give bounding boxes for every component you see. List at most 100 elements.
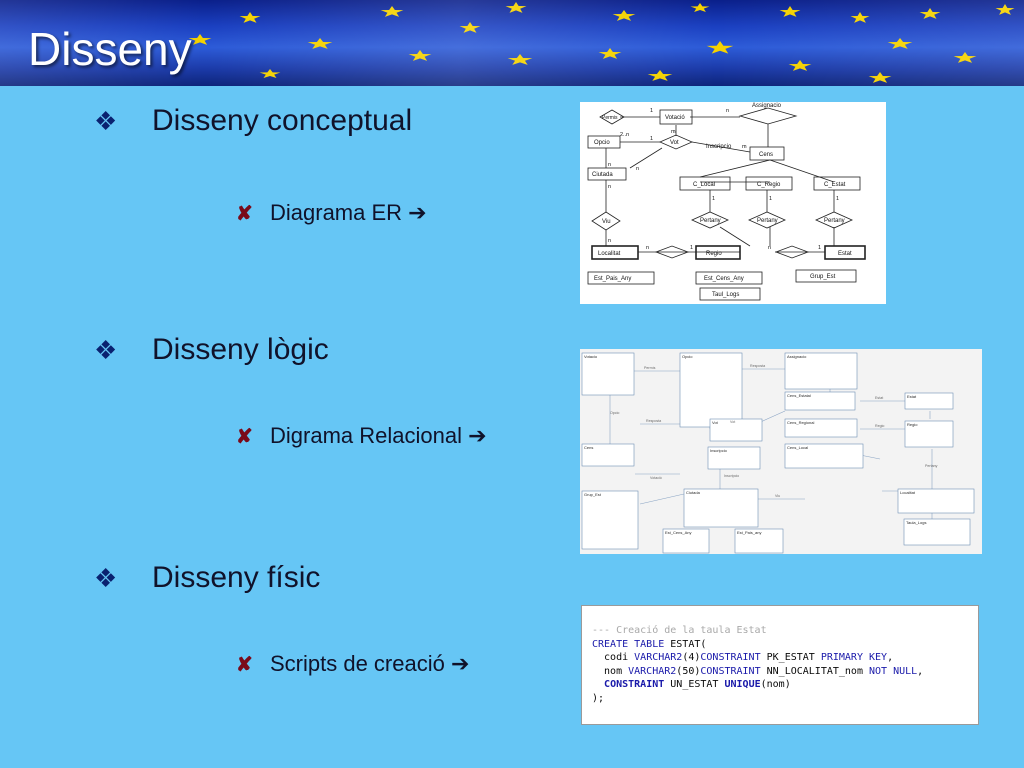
er-entity-label: Ciutada bbox=[592, 172, 613, 178]
sql-code: --- Creació de la taula Estat CREATE TAB… bbox=[582, 606, 978, 706]
svg-text:Permis: Permis bbox=[602, 115, 618, 121]
er-entity bbox=[659, 109, 693, 125]
sql-text: codi bbox=[592, 652, 635, 664]
sql-keyword: CREATE TABLE bbox=[592, 638, 665, 650]
er-entity bbox=[679, 176, 731, 191]
rel-link-label: Resposta bbox=[646, 419, 661, 423]
er-cardinality: 1 bbox=[650, 136, 653, 142]
sql-keyword: CONSTRAINT bbox=[700, 652, 761, 664]
er-relation-label: Vot bbox=[670, 140, 679, 146]
sql-comment: --- Creació de la taula Estat bbox=[592, 625, 767, 636]
rel-link-label: Permís bbox=[644, 366, 656, 370]
er-cardinality: n bbox=[608, 184, 611, 190]
er-cardinality: 1 bbox=[818, 245, 821, 251]
sql-keyword: CONSTRAINT bbox=[700, 665, 761, 677]
er-entity bbox=[795, 269, 857, 283]
section-heading: Disseny físic bbox=[152, 561, 321, 594]
er-cardinality: m bbox=[742, 144, 747, 150]
er-entity-label: Regio bbox=[706, 251, 722, 257]
er-relation bbox=[591, 211, 621, 231]
rel-link-label: Vot bbox=[730, 420, 735, 424]
er-entity bbox=[587, 135, 621, 149]
er-entity bbox=[587, 271, 655, 285]
er-cardinality: n bbox=[646, 245, 649, 251]
slide-title: Disseny bbox=[28, 23, 192, 75]
er-entity-label: Est_Pais_Any bbox=[594, 276, 631, 282]
er-relation bbox=[774, 245, 810, 259]
er-entity bbox=[813, 176, 861, 191]
sub-item-label: Digrama Relacional bbox=[270, 423, 462, 448]
er-diagram-image: Permis Votació Assignacio Opcio Vot Insc… bbox=[580, 102, 886, 304]
sql-text: ESTAT( bbox=[664, 638, 707, 650]
sub-item-label: Scripts de creació bbox=[270, 651, 445, 676]
er-relation-label: Pertany bbox=[700, 218, 721, 224]
sql-text bbox=[592, 679, 604, 690]
rel-table-label: Cens_Local bbox=[787, 445, 808, 450]
rel-link-label: Pertany bbox=[925, 464, 938, 468]
section-logic: ❖ Disseny lògic bbox=[94, 333, 329, 367]
arrow-right-icon: ➔ bbox=[402, 200, 427, 225]
rel-table-label: Est_Pais_any bbox=[737, 530, 761, 535]
sql-keyword: UNIQUE bbox=[724, 679, 761, 691]
sql-text: (nom) bbox=[760, 679, 791, 691]
er-entity-label: Cens bbox=[759, 152, 773, 158]
rel-table-label: Localitat bbox=[900, 490, 916, 495]
x-mark-icon: ✘ bbox=[236, 653, 253, 676]
x-mark-icon: ✘ bbox=[236, 425, 253, 448]
er-relation bbox=[691, 211, 729, 229]
er-entity-label: Est_Cens_Any bbox=[704, 276, 744, 282]
er-cardinality: 1 bbox=[836, 196, 839, 202]
er-entity bbox=[699, 287, 761, 301]
rel-table-label: Cens bbox=[584, 445, 593, 450]
four-diamond-icon: ❖ bbox=[94, 562, 118, 593]
er-entity bbox=[745, 176, 793, 191]
er-entity bbox=[695, 271, 763, 285]
er-entity bbox=[591, 245, 639, 260]
er-relation-label: Inscripcio bbox=[706, 144, 732, 150]
rel-link-label: Opcio bbox=[610, 411, 619, 415]
er-entity-label: Opcio bbox=[594, 140, 610, 146]
er-entity bbox=[587, 167, 627, 181]
rel-table-label: Cens_Regional bbox=[787, 420, 814, 425]
er-entity: Permis bbox=[599, 109, 625, 125]
er-cardinality: 1 bbox=[769, 196, 772, 202]
rel-table-label: Assignacio bbox=[787, 354, 807, 359]
er-cardinality: n bbox=[768, 245, 771, 251]
er-cardinality: m bbox=[671, 129, 676, 135]
rel-table-label: Vot bbox=[712, 420, 719, 425]
sql-keyword: CONSTRAINT bbox=[604, 679, 665, 691]
er-entity-label: C_Estat bbox=[824, 182, 846, 188]
er-cardinality: n bbox=[726, 108, 729, 114]
rel-table-label: Cens_Estatal bbox=[787, 393, 811, 398]
rel-table-label: Inscripcio bbox=[710, 448, 728, 453]
er-cardinality: n bbox=[636, 166, 639, 172]
er-relation bbox=[659, 134, 693, 150]
er-entity-label: C_Local bbox=[693, 182, 715, 188]
rel-link-label: Inscripcio bbox=[724, 474, 739, 478]
sql-text: NN_LOCALITAT_nom bbox=[760, 665, 869, 677]
rel-table-label: Regio bbox=[907, 422, 918, 427]
sql-text: UN_ESTAT bbox=[664, 679, 725, 691]
relational-diagram-image: Votacio Opcio Vot Assignacio Cens_Estata… bbox=[580, 349, 982, 554]
sql-text: (4) bbox=[682, 652, 701, 664]
sub-item-relational: ✘ Digrama Relacional ➔ bbox=[236, 423, 487, 449]
sql-keyword: VARCHAR2 bbox=[628, 665, 677, 677]
er-entity bbox=[749, 146, 785, 161]
er-entity-label: Estat bbox=[838, 251, 852, 257]
rel-table-label: Grup_Est bbox=[584, 492, 602, 497]
rel-table-label: Taula_Logs bbox=[906, 520, 926, 525]
er-relation bbox=[815, 211, 853, 229]
er-entity-label: Grup_Est bbox=[810, 274, 836, 280]
arrow-right-icon: ➔ bbox=[444, 651, 470, 676]
sql-script-image: --- Creació de la taula Estat CREATE TAB… bbox=[581, 605, 979, 725]
er-entity-label: Localitat bbox=[598, 251, 621, 257]
rel-table-label: Estat bbox=[907, 394, 917, 399]
er-cardinality: 2..n bbox=[620, 132, 629, 138]
four-diamond-icon: ❖ bbox=[94, 334, 118, 365]
er-relation-label: Viu bbox=[602, 219, 611, 225]
sql-text: , bbox=[917, 665, 924, 677]
sub-item-er: ✘ Diagrama ER ➔ bbox=[236, 200, 427, 226]
er-cardinality: n bbox=[608, 162, 611, 168]
rel-link-label: Regio bbox=[875, 424, 884, 428]
sub-item-scripts: ✘ Scripts de creació ➔ bbox=[236, 651, 469, 677]
